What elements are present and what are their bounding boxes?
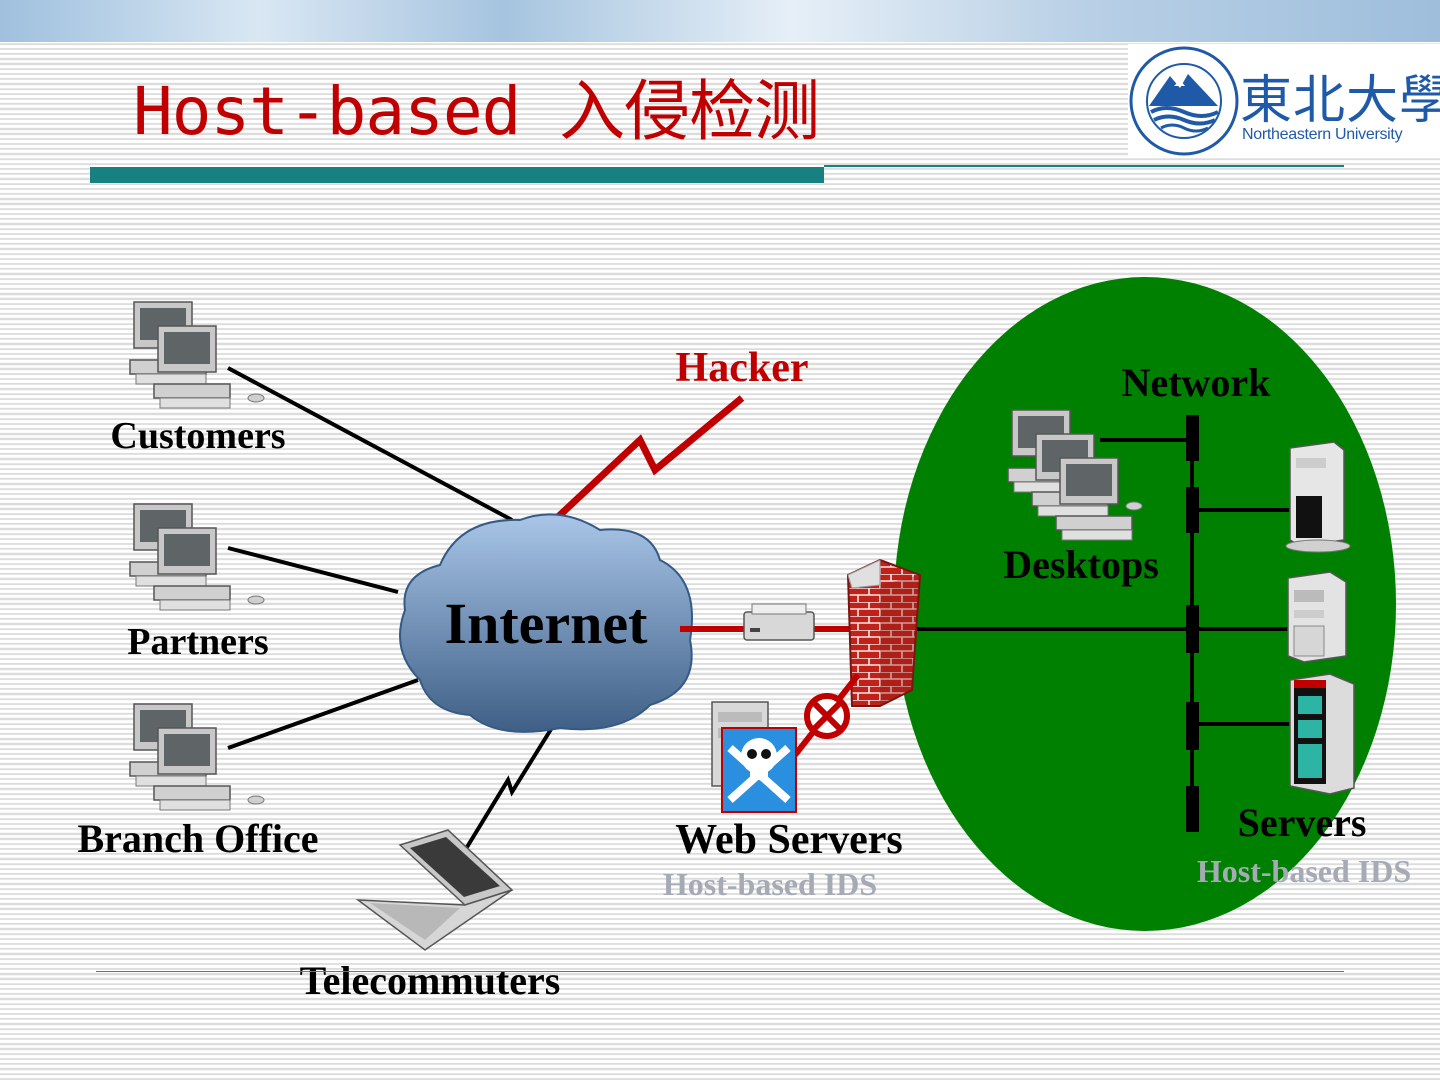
footer-line bbox=[96, 971, 1344, 972]
partners-link bbox=[227, 546, 399, 594]
top-decorative-band bbox=[0, 0, 1440, 42]
router-icon bbox=[743, 603, 815, 641]
university-name-english: Northeastern University bbox=[1242, 126, 1403, 143]
server-host-ids-label: Host-based IDS bbox=[1196, 853, 1412, 889]
partners-computer-icon bbox=[130, 504, 264, 610]
telecommuters-label: Telecommuters bbox=[299, 958, 561, 1003]
server-tower-icon bbox=[1287, 571, 1347, 663]
cloud-icon bbox=[399, 513, 693, 733]
branch-office-link bbox=[227, 678, 419, 750]
firewall-icon bbox=[846, 558, 922, 707]
server-tower-icon bbox=[1289, 673, 1355, 795]
hacker-label: Hacker bbox=[675, 345, 809, 391]
hacker-attack-bolt bbox=[541, 395, 745, 533]
branch-office-label: Branch Office bbox=[77, 816, 319, 861]
desktops-label: Desktops bbox=[1003, 542, 1159, 587]
server-tower-icon bbox=[1285, 441, 1351, 553]
university-name-chinese: 東北大學 bbox=[1240, 71, 1440, 131]
slide-title: Host-based 入侵检测 bbox=[133, 73, 820, 150]
telecommuters-link bbox=[462, 716, 560, 854]
partners-label: Partners bbox=[127, 621, 269, 663]
branch-office-computer-icon bbox=[130, 704, 264, 810]
customers-computer-icon bbox=[130, 302, 264, 408]
internet-label: Internet bbox=[444, 591, 648, 656]
servers-label: Servers bbox=[1237, 800, 1367, 845]
title-underline-bar bbox=[90, 167, 824, 183]
title-underline-line bbox=[824, 165, 1344, 167]
university-logo: 東北大學 Northeastern University bbox=[1128, 44, 1440, 158]
customers-label: Customers bbox=[110, 415, 286, 457]
laptop-icon bbox=[355, 829, 514, 951]
customers-link bbox=[227, 366, 513, 522]
blocked-icon bbox=[804, 693, 850, 739]
web-host-ids-label: Host-based IDS bbox=[662, 866, 878, 902]
web-servers-label: Web Servers bbox=[675, 817, 903, 863]
skull-icon bbox=[721, 727, 797, 813]
network-label: Network bbox=[1121, 360, 1271, 405]
